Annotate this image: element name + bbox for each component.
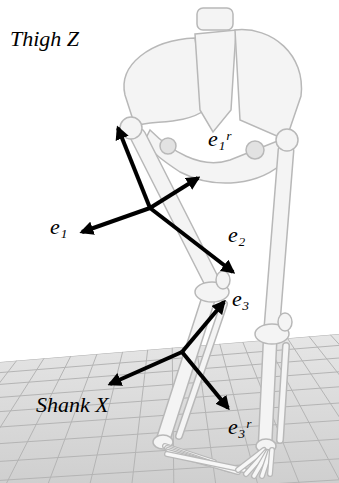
pelvis (235, 30, 301, 140)
floor-grid (0, 330, 18, 483)
pelvis (195, 30, 236, 132)
pelvis (246, 141, 264, 159)
frame-arrows (82, 128, 233, 408)
axis-label: e₂ (228, 222, 245, 248)
axis-label: e₁ (50, 214, 67, 240)
foot-bones (167, 454, 244, 470)
shank-x-arrow (110, 352, 182, 384)
leg-bones (272, 150, 286, 326)
foot-bones (270, 450, 272, 474)
pelvis (197, 8, 233, 30)
leg-bones (280, 346, 286, 440)
leg-bones (265, 342, 270, 446)
foot-bones (270, 450, 272, 474)
floor-grid (0, 480, 339, 483)
leg-bones (272, 150, 286, 326)
floor-grid (282, 330, 339, 483)
floor-grid (326, 330, 339, 483)
floor-grid (304, 330, 339, 483)
e3r-arrow (182, 352, 228, 408)
axis-label: Shank X (36, 392, 109, 418)
pelvis (124, 38, 205, 126)
thigh-z-arrow (118, 128, 150, 208)
axis-label: e₁ʳ (208, 126, 230, 152)
joints (120, 117, 142, 139)
foot-bones (167, 454, 244, 470)
leg-bones (138, 136, 286, 446)
leg-bones (179, 304, 224, 436)
joints (278, 313, 292, 331)
floor-grid (0, 330, 40, 483)
leg-bones (265, 342, 270, 446)
floor-grid (260, 330, 339, 483)
foot-bones (165, 446, 272, 476)
joints (216, 271, 230, 289)
e2-arrow (150, 208, 233, 272)
joints (276, 129, 298, 151)
pelvis (160, 138, 176, 154)
e3-arrow (182, 302, 224, 352)
leg-bones (280, 346, 286, 440)
floor-grid (132, 330, 150, 483)
leg-bones (179, 304, 224, 436)
axis-label: e₃ʳ (228, 414, 250, 440)
floor-grid (238, 330, 299, 483)
e1r-arrow (150, 178, 198, 208)
axis-label: e₃ (232, 286, 249, 312)
e1-arrow (82, 208, 150, 232)
axis-label: Thigh Z (10, 26, 79, 52)
joints (120, 117, 298, 453)
